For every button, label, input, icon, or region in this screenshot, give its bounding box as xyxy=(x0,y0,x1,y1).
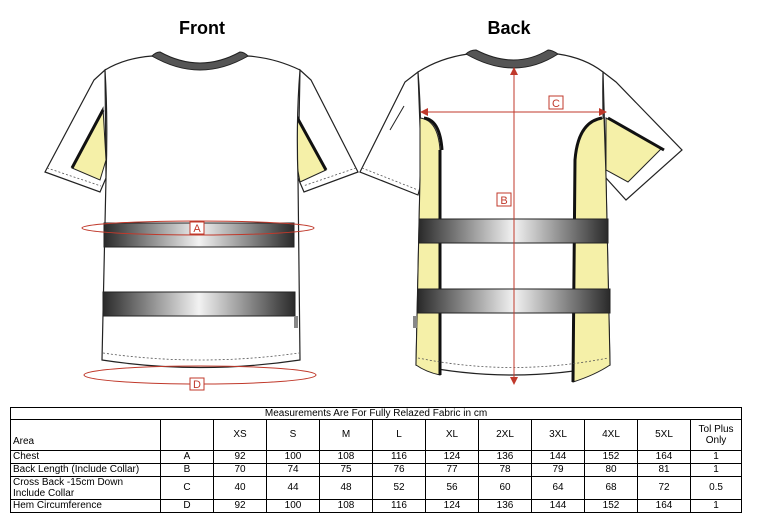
marker-a: A xyxy=(193,223,201,235)
row-code: B xyxy=(160,463,214,477)
row-value: 144 xyxy=(531,499,585,513)
row-tol: 1 xyxy=(689,450,743,464)
row-value: 92 xyxy=(213,450,267,464)
row-value: 44 xyxy=(266,476,320,500)
front-label-tab xyxy=(294,316,298,328)
row-area: Chest xyxy=(10,450,161,464)
front-shirt: A D xyxy=(44,51,359,391)
table-row: Cross Back -15cm Down Include Collar C 4… xyxy=(10,476,743,500)
tol-header: Tol Plus Only xyxy=(689,419,743,451)
size-header: M xyxy=(319,419,373,451)
marker-d: D xyxy=(193,379,201,391)
row-value: 124 xyxy=(425,450,479,464)
row-code: A xyxy=(160,450,214,464)
row-value: 81 xyxy=(637,463,691,477)
row-tol: 1 xyxy=(689,499,743,513)
row-value: 56 xyxy=(425,476,479,500)
row-area: Cross Back -15cm Down Include Collar xyxy=(10,476,161,500)
table-row: Back Length (Include Collar) B 70 74 75 … xyxy=(10,463,743,477)
front-view-title: Front xyxy=(179,18,225,38)
row-value: 80 xyxy=(584,463,638,477)
table-row: Hem Circumference D 92 100 108 116 124 1… xyxy=(10,499,743,513)
row-value: 70 xyxy=(213,463,267,477)
size-header: 2XL xyxy=(478,419,532,451)
row-code: C xyxy=(160,476,214,500)
row-value: 77 xyxy=(425,463,479,477)
row-area: Hem Circumference xyxy=(10,499,161,513)
size-header: 5XL xyxy=(637,419,691,451)
row-value: 64 xyxy=(531,476,585,500)
row-value: 52 xyxy=(372,476,426,500)
row-area: Back Length (Include Collar) xyxy=(10,463,161,477)
row-value: 74 xyxy=(266,463,320,477)
row-value: 164 xyxy=(637,499,691,513)
row-tol: 0.5 xyxy=(689,476,743,500)
marker-b: B xyxy=(500,195,507,207)
row-value: 60 xyxy=(478,476,532,500)
front-collar xyxy=(151,51,249,71)
back-left-side-panel xyxy=(415,117,441,376)
back-right-side-panel xyxy=(572,117,611,383)
size-header: XL xyxy=(425,419,479,451)
size-header: 3XL xyxy=(531,419,585,451)
row-value: 92 xyxy=(213,499,267,513)
back-shirt: B C xyxy=(359,49,683,385)
row-value: 108 xyxy=(319,499,373,513)
row-value: 48 xyxy=(319,476,373,500)
code-header xyxy=(160,419,214,451)
size-chart-table: Measurements Are For Fully Relazed Fabri… xyxy=(9,407,743,513)
back-left-sleeve xyxy=(359,70,423,196)
row-value: 40 xyxy=(213,476,267,500)
front-lower-tape xyxy=(102,291,296,317)
row-value: 136 xyxy=(478,499,532,513)
row-value: 68 xyxy=(584,476,638,500)
row-value: 72 xyxy=(637,476,691,500)
size-header: XS xyxy=(213,419,267,451)
size-header: L xyxy=(372,419,426,451)
row-value: 78 xyxy=(478,463,532,477)
size-header: S xyxy=(266,419,320,451)
table-row: Chest A 92 100 108 116 124 136 144 152 1… xyxy=(10,450,743,464)
area-header: Area xyxy=(10,419,161,451)
front-body xyxy=(101,55,301,369)
row-value: 100 xyxy=(266,450,320,464)
row-value: 164 xyxy=(637,450,691,464)
chest-measure-line xyxy=(81,220,315,236)
row-value: 79 xyxy=(531,463,585,477)
row-value: 76 xyxy=(372,463,426,477)
row-value: 100 xyxy=(266,499,320,513)
size-header: 4XL xyxy=(584,419,638,451)
row-value: 152 xyxy=(584,450,638,464)
row-value: 116 xyxy=(372,450,426,464)
row-value: 144 xyxy=(531,450,585,464)
back-view-title: Back xyxy=(487,18,531,38)
row-code: D xyxy=(160,499,214,513)
row-value: 75 xyxy=(319,463,373,477)
garment-diagram: Front Back A D xyxy=(44,18,683,391)
table-caption: Measurements Are For Fully Relazed Fabri… xyxy=(9,407,743,420)
row-value: 124 xyxy=(425,499,479,513)
row-value: 136 xyxy=(478,450,532,464)
row-tol: 1 xyxy=(689,463,743,477)
marker-c: C xyxy=(552,98,560,110)
back-collar xyxy=(465,49,559,69)
row-value: 152 xyxy=(584,499,638,513)
back-label-tab xyxy=(413,316,417,328)
row-value: 108 xyxy=(319,450,373,464)
row-value: 116 xyxy=(372,499,426,513)
